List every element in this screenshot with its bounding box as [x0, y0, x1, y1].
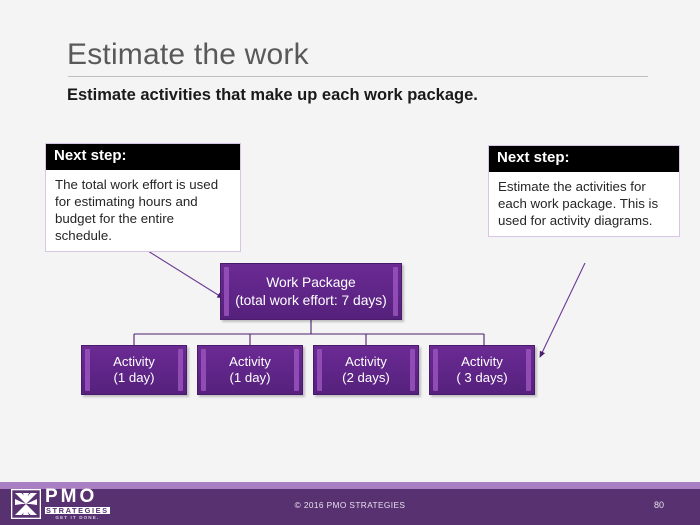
- page-title: Estimate the work: [67, 38, 309, 71]
- activity-title: Activity: [229, 353, 271, 369]
- activity-title: Activity: [113, 353, 155, 369]
- activity-title: Activity: [461, 353, 503, 369]
- logo-sub: STRATEGIES: [45, 506, 110, 515]
- callout-left: Next step: The total work effort is used…: [45, 143, 241, 252]
- callout-right: Next step: Estimate the activities for e…: [488, 145, 680, 237]
- activity-title: Activity: [345, 353, 387, 369]
- title-divider: [68, 76, 648, 77]
- activity-node: Activity ( 3 days): [429, 345, 535, 395]
- footer-bar: [0, 489, 700, 525]
- callout-right-body: Estimate the activities for each work pa…: [498, 178, 659, 228]
- activity-detail: ( 3 days): [456, 370, 508, 385]
- callout-right-header: Next step:: [489, 146, 679, 172]
- footer-accent-strip: [0, 482, 700, 489]
- work-package-detail: (total work effort: 7 days): [235, 292, 387, 308]
- activity-detail: (2 days): [342, 370, 390, 385]
- logo-name: PMO: [45, 486, 98, 507]
- footer-copyright: © 2016 PMO STRATEGIES: [294, 500, 406, 510]
- activity-node: Activity (1 day): [81, 345, 187, 395]
- logo-wordmark: PMO STRATEGIES GET IT DONE.: [45, 487, 110, 521]
- work-package-node: Work Package (total work effort: 7 days): [220, 263, 402, 320]
- footer-page-number: 80: [653, 500, 664, 510]
- callout-left-body: The total work effort is used for estima…: [55, 176, 219, 243]
- callout-left-header: Next step:: [46, 144, 240, 170]
- page-subtitle: Estimate activities that make up each wo…: [67, 86, 478, 104]
- pmo-strategies-logo: PMO STRATEGIES GET IT DONE.: [11, 487, 123, 521]
- activity-detail: (1 day): [229, 370, 271, 385]
- activity-node: Activity (1 day): [197, 345, 303, 395]
- work-package-title: Work Package: [266, 275, 356, 291]
- activity-node: Activity (2 days): [313, 345, 419, 395]
- logo-tagline: GET IT DONE.: [55, 515, 100, 521]
- pmo-logo-mark: [11, 489, 41, 519]
- activity-detail: (1 day): [113, 370, 155, 385]
